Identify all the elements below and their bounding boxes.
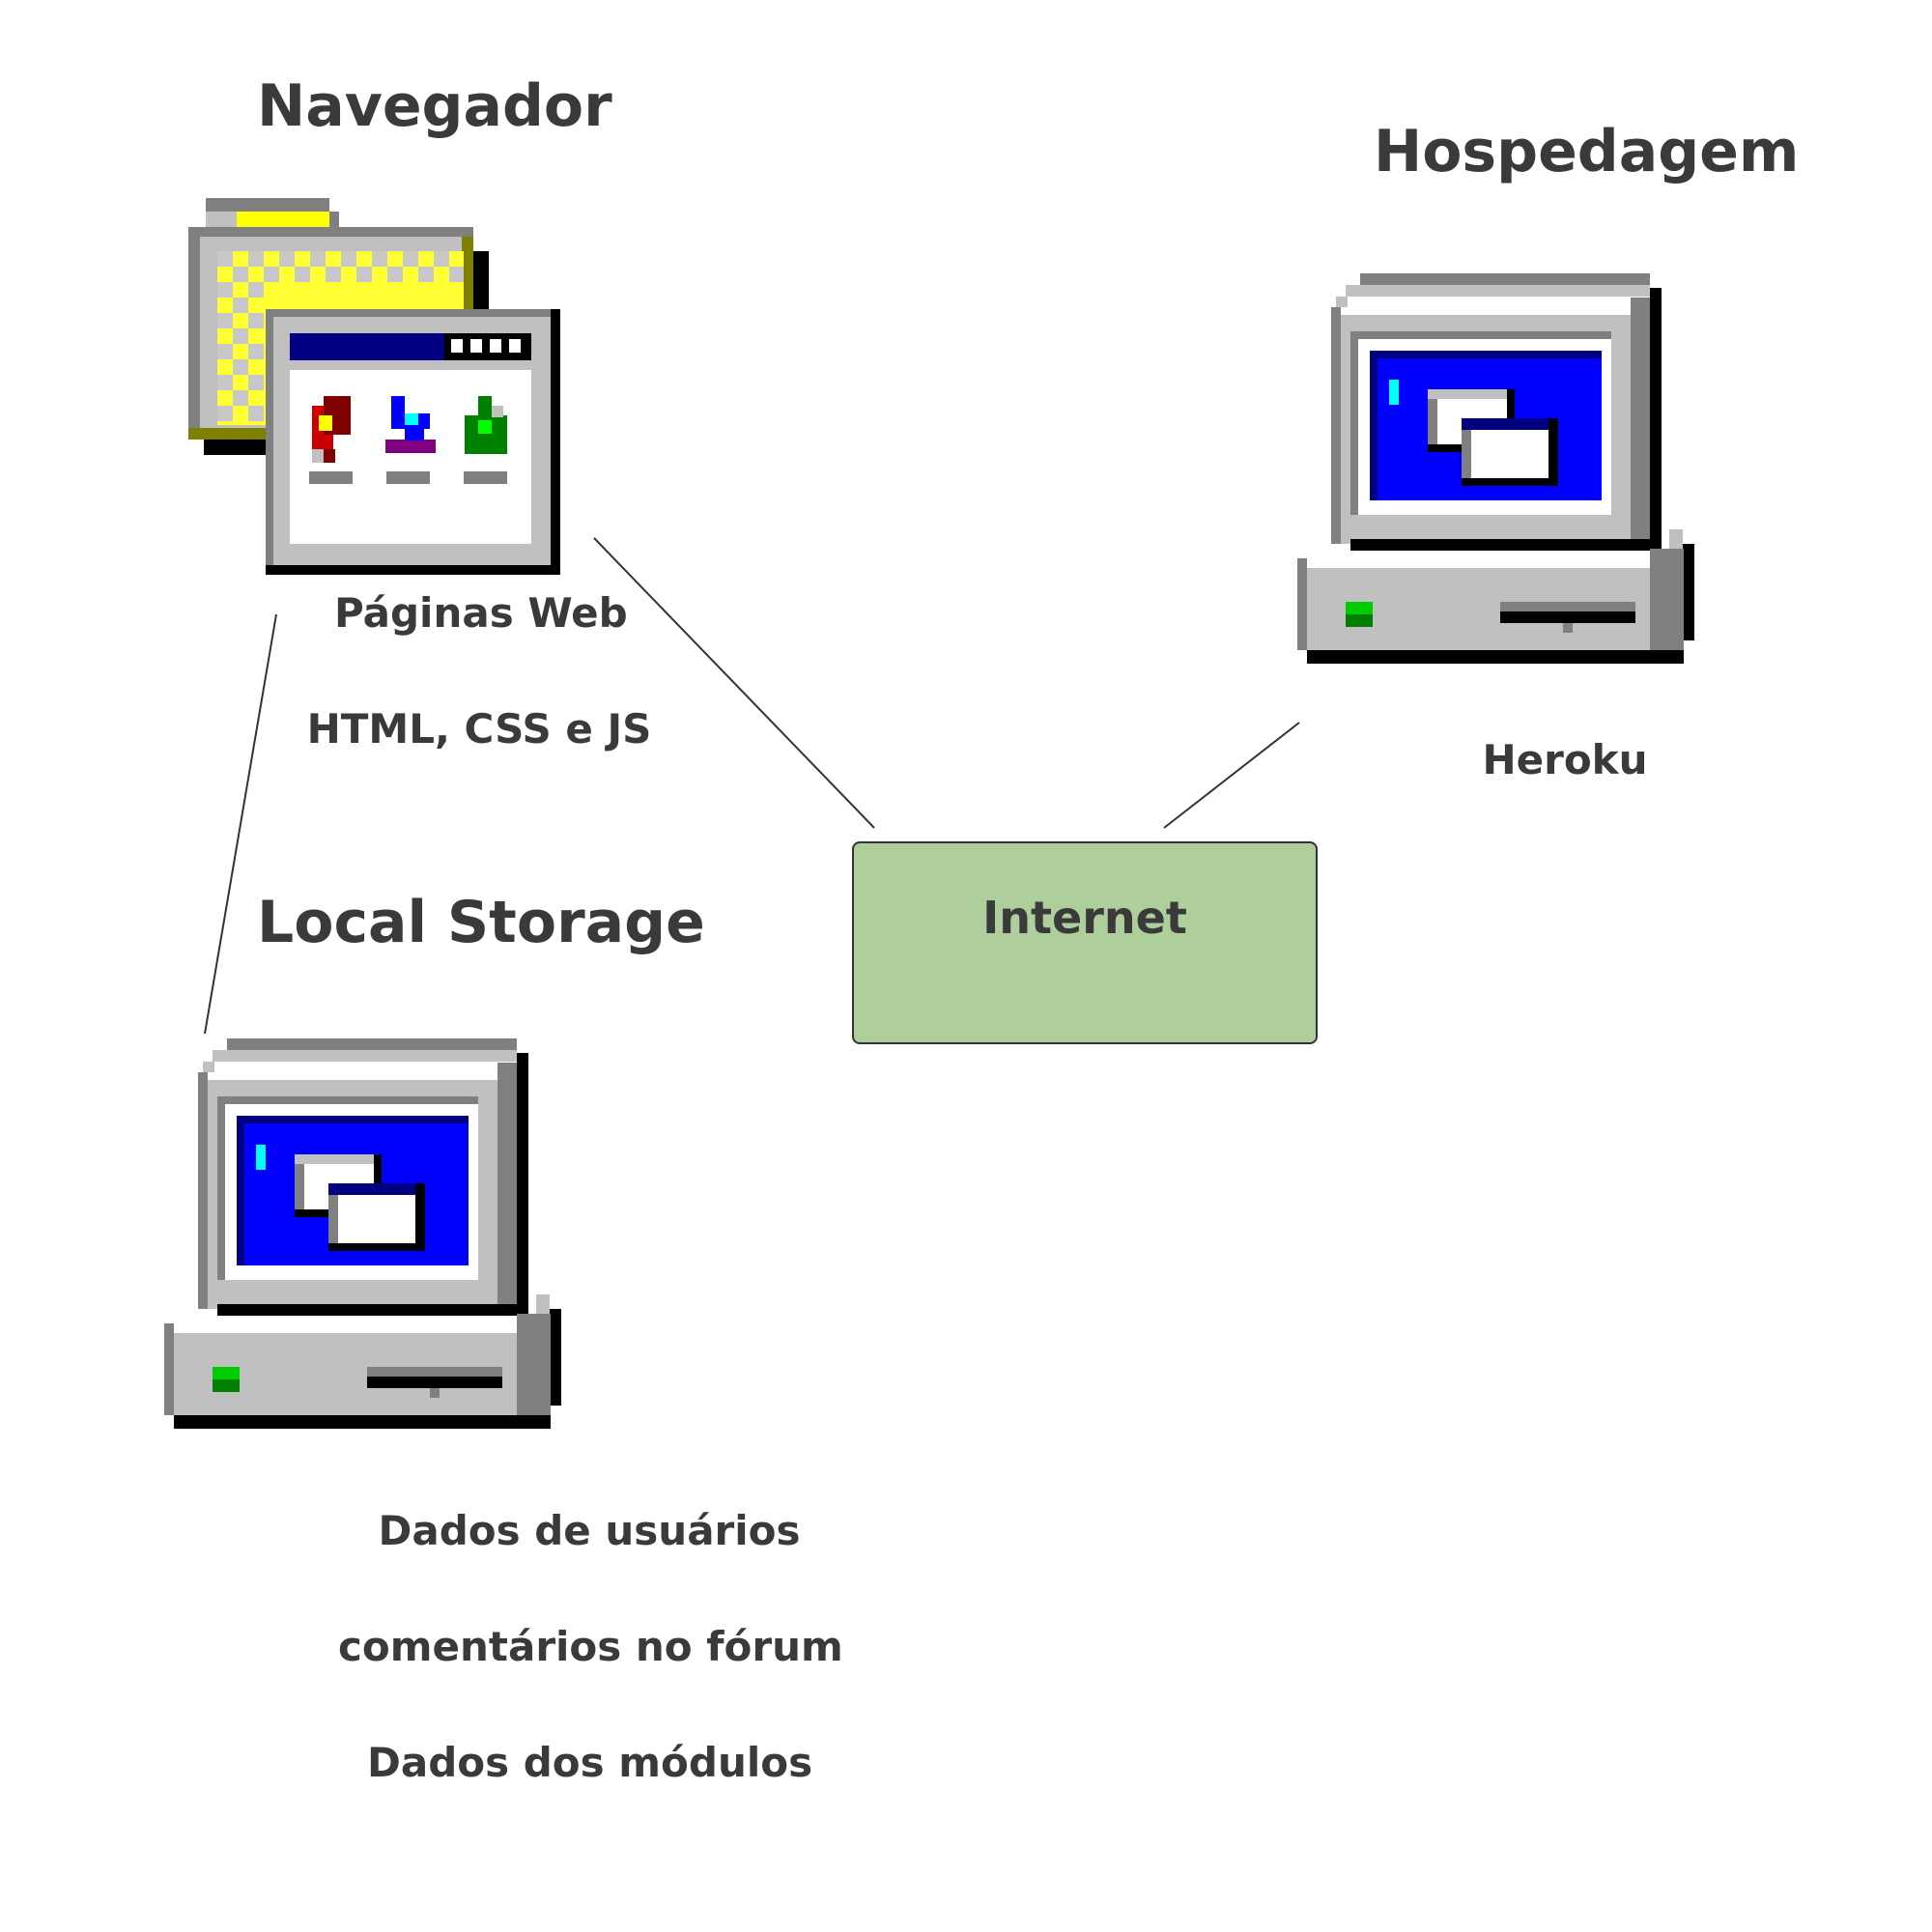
hospedagem-caption: Heroku xyxy=(1482,736,1648,783)
local-storage-caption-line3: Dados dos módulos xyxy=(367,1739,813,1786)
connector-hospedagem-internet xyxy=(1163,722,1300,829)
connector-navegador-internet xyxy=(593,537,875,829)
connector-navegador-localstorage xyxy=(204,613,277,1035)
local-storage-caption-line1: Dados de usuários xyxy=(378,1507,801,1554)
local-storage-heading: Local Storage xyxy=(257,889,705,956)
local-computer-icon xyxy=(159,1034,594,1468)
navegador-caption-line2: HTML, CSS e JS xyxy=(306,705,652,753)
navegador-heading: Navegador xyxy=(257,72,612,140)
local-storage-caption-line2: comentários no fórum xyxy=(338,1623,843,1670)
navegador-caption-line1: Páginas Web xyxy=(334,589,628,637)
internet-label: Internet xyxy=(982,892,1187,944)
internet-node: Internet xyxy=(852,841,1318,1044)
web-pages-icon xyxy=(188,198,565,577)
server-computer-icon xyxy=(1293,269,1727,703)
hospedagem-heading: Hospedagem xyxy=(1374,118,1800,185)
